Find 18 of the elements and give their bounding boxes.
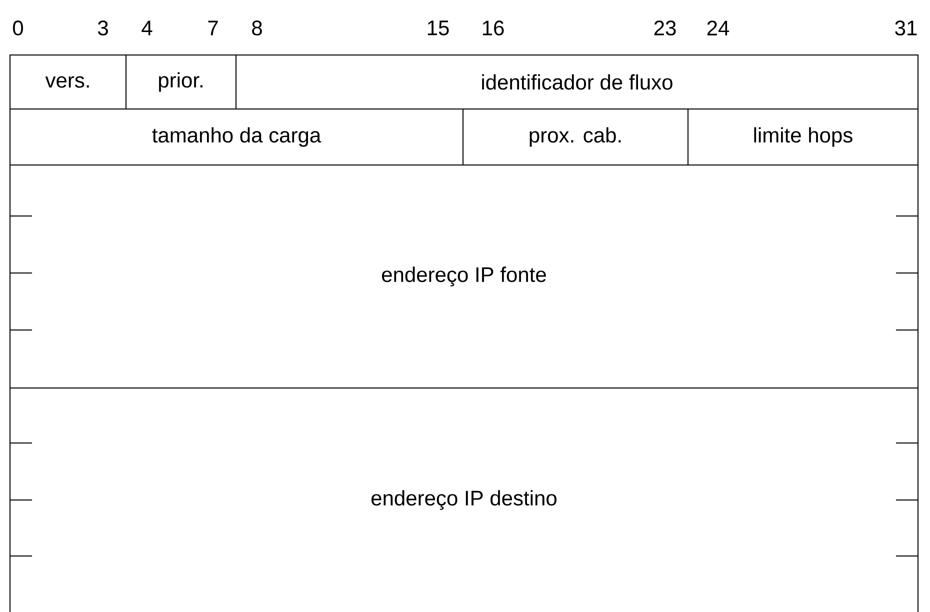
- field-cell: prior.: [126, 54, 236, 110]
- bit-number: 3: [98, 20, 108, 36]
- bit-number: 23: [654, 20, 676, 36]
- bit-number: 4: [142, 20, 152, 36]
- field-cell: endereço IP destino: [10, 388, 918, 612]
- bit-number: 7: [208, 20, 218, 36]
- bit-number: 24: [707, 20, 730, 36]
- bit-number: 16: [482, 20, 504, 36]
- field-cell: identificador de fluxo: [236, 54, 918, 110]
- field-cell: endereço IP fonte: [10, 164, 918, 388]
- field-cell: vers.: [10, 54, 126, 110]
- field-cell: tamanho da carga: [10, 108, 464, 166]
- bit-number: 15: [428, 20, 449, 36]
- bit-number: 0: [12, 20, 24, 36]
- bit-number: 31: [895, 20, 917, 36]
- bit-number: 8: [252, 20, 262, 36]
- field-cell: limite hops: [688, 108, 918, 166]
- field-cell: prox. cab.: [462, 108, 688, 166]
